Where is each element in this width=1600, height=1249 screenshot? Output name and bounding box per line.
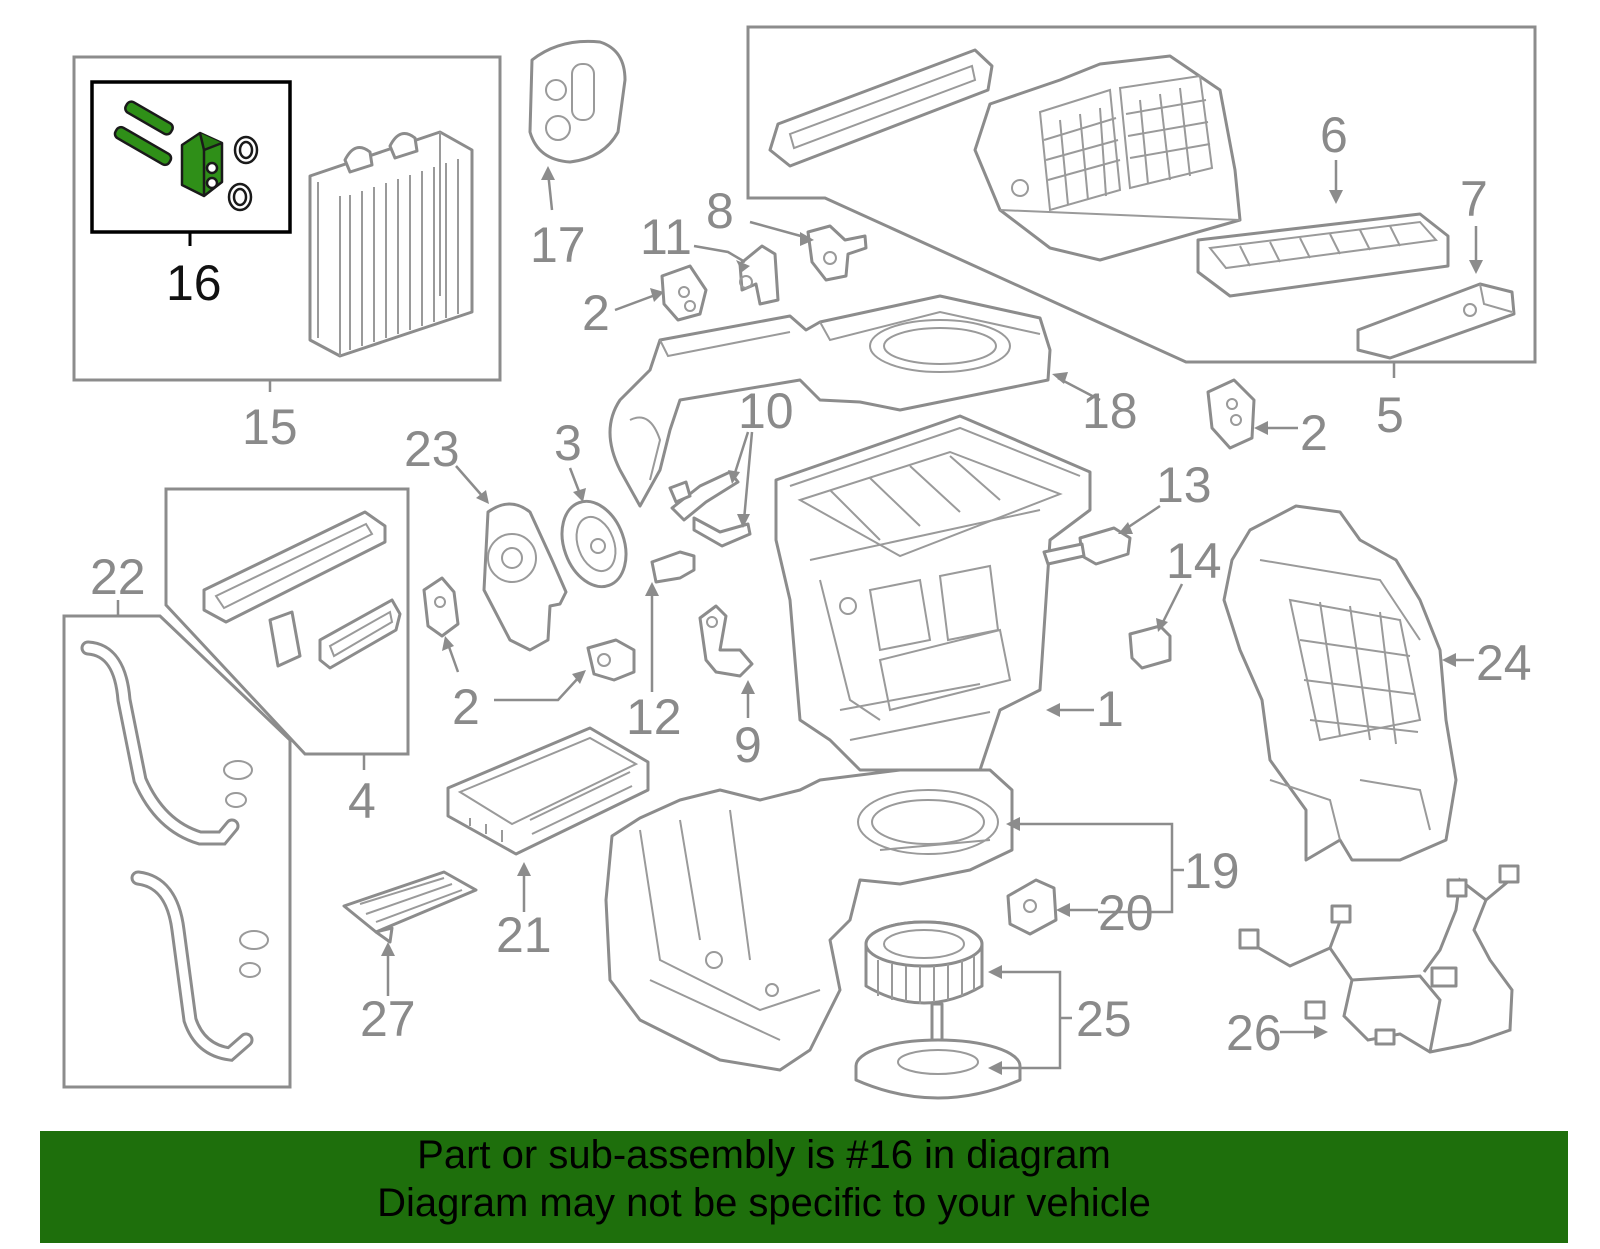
callout-2-left[interactable]: 2 — [452, 679, 480, 735]
expansion-valve-kit-highlight[interactable] — [113, 100, 259, 212]
leader-lines — [381, 160, 1483, 1075]
callout-24[interactable]: 24 — [1476, 635, 1532, 691]
banner-line-1: Part or sub-assembly is #16 in diagram — [417, 1133, 1111, 1177]
heater-core-part-21[interactable] — [446, 726, 650, 856]
group-box-15 — [72, 55, 502, 392]
blower-motor-part-25[interactable] — [854, 1002, 1022, 1100]
upper-case-part[interactable] — [768, 48, 1242, 262]
bracket-part-2-upper[interactable] — [660, 264, 708, 322]
callout-4[interactable]: 4 — [348, 773, 376, 829]
callout-15[interactable]: 15 — [242, 399, 298, 455]
distribution-duct-part-18[interactable] — [608, 294, 1052, 508]
resistor-part-20[interactable] — [1006, 878, 1058, 936]
hose-part-22[interactable] — [80, 640, 269, 1062]
sensor-part-13[interactable] — [1042, 526, 1132, 566]
callout-11[interactable]: 11 — [640, 209, 692, 265]
callout-10[interactable]: 10 — [738, 383, 794, 439]
group-box-22 — [62, 600, 292, 1089]
callout-20[interactable]: 20 — [1098, 885, 1154, 941]
actuator-part-3[interactable] — [551, 492, 637, 595]
linkage-part-10[interactable] — [668, 470, 752, 548]
hvac-case-part-1[interactable] — [774, 414, 1092, 772]
bracket-part-2-right[interactable] — [1206, 378, 1256, 450]
callout-18[interactable]: 18 — [1082, 383, 1138, 439]
callout-26[interactable]: 26 — [1226, 1005, 1282, 1061]
bracket-part-2-lower[interactable] — [586, 638, 636, 682]
callout-23[interactable]: 23 — [404, 421, 460, 477]
callout-labels: 16 15 17 8 11 2 6 7 5 2 18 10 3 23 13 14… — [90, 107, 1532, 1061]
callout-17[interactable]: 17 — [530, 217, 586, 273]
callout-6[interactable]: 6 — [1320, 107, 1348, 163]
wiring-harness-part-26[interactable] — [1238, 864, 1520, 1054]
notice-banner: Part or sub-assembly is #16 in diagram D… — [40, 1131, 1568, 1243]
callout-9[interactable]: 9 — [734, 717, 762, 773]
group-box-5 — [746, 25, 1537, 378]
callout-8[interactable]: 8 — [706, 183, 734, 239]
callout-12[interactable]: 12 — [626, 689, 682, 745]
actuator-part-23[interactable] — [482, 502, 568, 652]
callout-22[interactable]: 22 — [90, 549, 146, 605]
callout-3[interactable]: 3 — [554, 415, 582, 471]
group-box-4 — [164, 487, 410, 770]
sensor-part-12[interactable] — [650, 550, 696, 584]
lever-part-9[interactable] — [698, 604, 754, 678]
case-half-part-24[interactable] — [1222, 504, 1458, 862]
callout-27[interactable]: 27 — [360, 991, 416, 1047]
seal-kit-part-4[interactable] — [202, 510, 402, 670]
evaporator-core-part[interactable] — [308, 130, 474, 358]
filter-door-part-27[interactable] — [342, 870, 478, 944]
callout-21[interactable]: 21 — [496, 907, 552, 963]
callout-16[interactable]: 16 — [166, 255, 222, 311]
callout-1[interactable]: 1 — [1096, 681, 1124, 737]
callout-13[interactable]: 13 — [1156, 457, 1212, 513]
callout-5[interactable]: 5 — [1376, 387, 1404, 443]
callout-25[interactable]: 25 — [1076, 991, 1132, 1047]
lower-case-part-19[interactable] — [604, 768, 1014, 1072]
blower-wheel-part-25[interactable] — [864, 920, 984, 1005]
seal-part-17[interactable] — [528, 39, 627, 211]
callout-7[interactable]: 7 — [1460, 171, 1488, 227]
banner-line-2: Diagram may not be specific to your vehi… — [377, 1181, 1151, 1225]
callout-14[interactable]: 14 — [1166, 533, 1222, 589]
group-box-16 — [90, 80, 292, 246]
connector-part-14[interactable] — [1128, 624, 1172, 670]
lever-part-11[interactable] — [738, 244, 780, 306]
callout-19[interactable]: 19 — [1184, 843, 1240, 899]
cabin-air-filter-part[interactable] — [1196, 212, 1450, 298]
callout-2-right[interactable]: 2 — [1300, 405, 1328, 461]
filter-door-part[interactable] — [1356, 282, 1516, 360]
actuator-part-8[interactable] — [806, 224, 868, 282]
callout-2-upper[interactable]: 2 — [582, 285, 610, 341]
bracket-part-2-left[interactable] — [422, 576, 460, 638]
